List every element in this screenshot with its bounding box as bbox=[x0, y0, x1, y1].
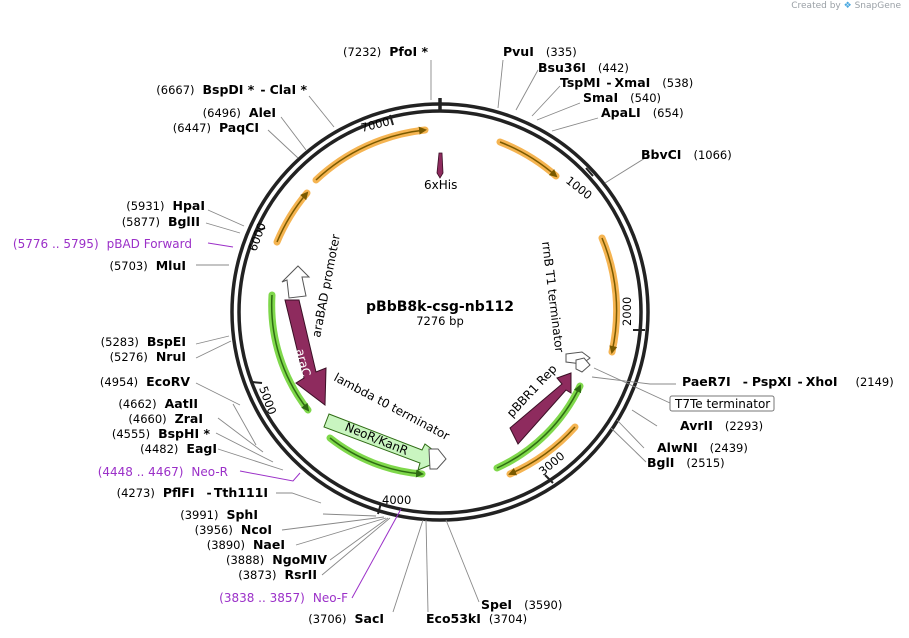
site-labels-right: PvuI(335) Bsu36I(442) TspMI-XmaI(538) Sm… bbox=[481, 44, 894, 612]
site-pflfi-tth111i: (4273)PflFI-Tth111I bbox=[117, 485, 268, 500]
site-tspmi-xmai: TspMI-XmaI(538) bbox=[560, 75, 693, 90]
site-rsrii: (3873)RsrII bbox=[238, 567, 317, 582]
arabad-promoter-arrow bbox=[281, 265, 311, 299]
t7te-label-box: T7Te terminator bbox=[669, 395, 775, 412]
orange-arc-top-left bbox=[312, 126, 429, 184]
tick-6000 bbox=[254, 227, 266, 233]
rrnb-terminator-label: rrnB T1 terminator bbox=[539, 241, 567, 354]
tick-4000 bbox=[377, 502, 382, 515]
orange-arc-top-right bbox=[496, 138, 560, 180]
plasmid-length: 7276 bp bbox=[416, 314, 464, 328]
site-naei: (3890)NaeI bbox=[207, 537, 285, 552]
site-bsu36i: Bsu36I(442) bbox=[538, 60, 629, 75]
tick-label-7000: 7000 bbox=[359, 114, 391, 135]
tick-1000 bbox=[585, 167, 594, 177]
backbone bbox=[230, 98, 650, 522]
site-leaders-right bbox=[445, 59, 676, 603]
site-apali: ApaLI(654) bbox=[601, 105, 684, 120]
site-ngomiv: (3888)NgoMIV bbox=[226, 552, 327, 567]
pbbr1-rep-arrow bbox=[509, 372, 572, 445]
site-ecorv: (4954)EcoRV bbox=[100, 374, 190, 389]
his-tag-shape bbox=[436, 152, 444, 179]
site-aatii: (4662)AatII bbox=[118, 396, 198, 411]
site-spei: SpeI(3590) bbox=[481, 597, 562, 612]
lambda-terminator-shape bbox=[428, 448, 447, 470]
site-alei: (6496)AleI bbox=[203, 105, 276, 120]
primer-neo-r: (4448 .. 4467)Neo-R bbox=[98, 465, 228, 479]
his-tag-label: 6xHis bbox=[424, 178, 457, 192]
green-feature-arcs bbox=[268, 291, 584, 478]
orange-feature-arrows bbox=[273, 126, 621, 478]
tick-7000 bbox=[389, 114, 394, 126]
site-labels-left: (7232)PfoI * (6667)BspDI *-ClaI * (6496)… bbox=[100, 44, 527, 626]
site-hpai: (5931)HpaI bbox=[126, 198, 205, 213]
site-pfoi: (7232)PfoI * bbox=[343, 44, 428, 59]
primer-leaders bbox=[207, 242, 402, 599]
orange-arc-left bbox=[273, 189, 311, 246]
site-leaders-left bbox=[195, 60, 432, 613]
site-bspei: (5283)BspEI bbox=[101, 334, 186, 349]
site-bglii: (5877)BglII bbox=[122, 214, 200, 229]
tick-3000 bbox=[544, 474, 554, 484]
t7te-terminator-label: T7Te terminator bbox=[674, 397, 770, 411]
tick-label-2000: 2000 bbox=[620, 297, 634, 326]
rrnb-terminator-shape bbox=[575, 357, 591, 373]
tick-5000 bbox=[251, 381, 263, 384]
tick-label-4000: 4000 bbox=[382, 493, 411, 507]
plasmid-name: pBbB8k-csg-nb112 bbox=[366, 299, 514, 315]
site-zrai: (4660)ZraI bbox=[128, 411, 203, 426]
site-ncoi: (3956)NcoI bbox=[195, 522, 272, 537]
watermark-prefix: Created by bbox=[791, 1, 841, 11]
site-nrui: (5276)NruI bbox=[110, 349, 186, 364]
site-bgli: BglI(2515) bbox=[647, 455, 725, 470]
site-pvui: PvuI(335) bbox=[503, 44, 577, 59]
snapgene-watermark: Created by ❖ SnapGene bbox=[791, 1, 901, 11]
primer-labels: (5776 .. 5795)pBAD Forward (4448 .. 4467… bbox=[13, 237, 348, 605]
tick-marks bbox=[251, 114, 645, 515]
arabad-promoter-label: araBAD promoter bbox=[309, 233, 343, 339]
site-smai: SmaI(540) bbox=[583, 90, 661, 105]
site-paqci: (6447)PaqCI bbox=[173, 120, 259, 135]
site-bbvci: BbvCI(1066) bbox=[641, 147, 732, 162]
snapgene-logo-icon: ❖ bbox=[843, 1, 852, 11]
site-paer7i-pspxi-xhoi: PaeR7I-PspXI-XhoI(2149) bbox=[682, 374, 894, 389]
arac-label: araC bbox=[293, 347, 313, 378]
primer-pbad-forward: (5776 .. 5795)pBAD Forward bbox=[13, 237, 192, 251]
site-eco53ki: Eco53kI(3704) bbox=[426, 611, 527, 626]
site-alwni: AlwNI(2439) bbox=[657, 440, 748, 455]
site-mlui: (5703)MluI bbox=[109, 258, 186, 273]
site-saci: (3706)SacI bbox=[308, 611, 384, 626]
site-avrii: AvrII(2293) bbox=[680, 418, 763, 433]
arac-arrow bbox=[284, 299, 327, 406]
site-bsphi: (4555)BspHI * bbox=[112, 426, 211, 441]
primer-neo-f: (3838 .. 3857)Neo-F bbox=[219, 591, 348, 605]
site-eagi: (4482)EagI bbox=[140, 441, 217, 456]
site-sphi: (3991)SphI bbox=[180, 507, 258, 522]
watermark-brand: SnapGene bbox=[854, 1, 901, 11]
site-bspdi-clai: (6667)BspDI *-ClaI * bbox=[156, 82, 307, 97]
